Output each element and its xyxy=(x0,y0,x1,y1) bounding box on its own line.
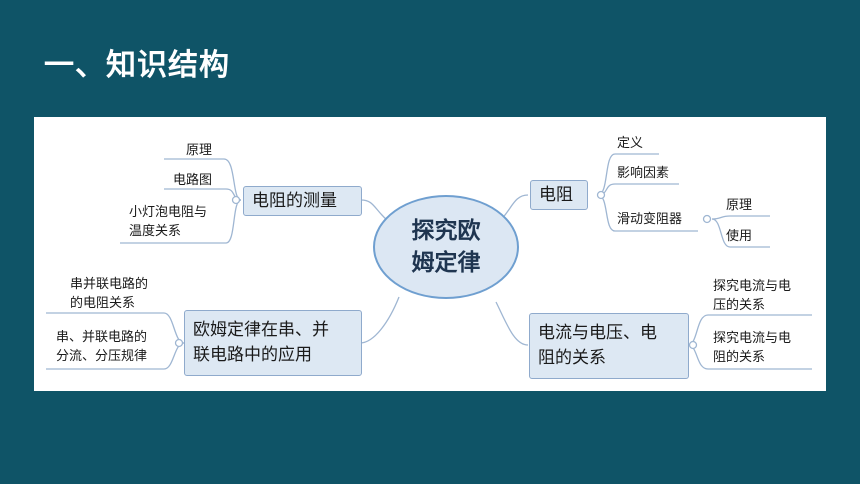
collapse-application xyxy=(174,338,184,348)
branch-resistance-measurement[interactable]: 电阻的测量 xyxy=(243,186,362,216)
branch-current-relation[interactable]: 电流与电压、电 阻的关系 xyxy=(529,313,689,379)
leaf-app-divide-line2[interactable]: 分流、分压规律 xyxy=(56,349,148,364)
collapse-relation xyxy=(688,340,698,350)
connector-center-relation xyxy=(495,301,529,346)
mind-map-panel: 探究欧 姆定律 电阻的测量 原理 电路图 小灯泡电阻与 温度关系 电阻 定义 影… xyxy=(34,117,826,391)
central-topic-line2: 姆定律 xyxy=(411,250,481,276)
branch-resistance-measurement-label: 电阻的测量 xyxy=(252,191,337,211)
leaf-app-divide-line1[interactable]: 串、并联电路的 xyxy=(56,330,148,345)
leaf-resistance-rheostat[interactable]: 滑动变阻器 xyxy=(617,212,683,227)
leaf-rel-resistance-line1[interactable]: 探究电流与电 xyxy=(713,331,792,346)
central-topic[interactable]: 探究欧 姆定律 xyxy=(373,195,519,299)
collapse-measure xyxy=(231,195,241,205)
leaf-rheostat-use[interactable]: 使用 xyxy=(726,229,753,244)
leaf-measure-circuit[interactable]: 电路图 xyxy=(173,173,213,188)
page-title: 一、知识结构 xyxy=(44,48,230,83)
connector-lines xyxy=(46,153,812,370)
central-topic-line1: 探究欧 xyxy=(411,218,481,244)
leaf-rheostat-principle[interactable]: 原理 xyxy=(726,198,753,213)
branch-resistance[interactable]: 电阻 xyxy=(530,180,588,210)
leaf-app-series-line2[interactable]: 的电阻关系 xyxy=(70,296,136,311)
connector-rheo-principle xyxy=(711,215,770,220)
collapse-rheostat xyxy=(702,214,712,224)
leaf-resistance-definition[interactable]: 定义 xyxy=(617,136,644,151)
leaf-measure-lamp-line2[interactable]: 温度关系 xyxy=(129,224,182,239)
branch-application-line1: 欧姆定律在串、并 xyxy=(193,320,329,340)
leaf-rel-resistance-line2[interactable]: 阻的关系 xyxy=(713,350,766,365)
branch-relation-line2: 阻的关系 xyxy=(538,348,606,368)
leaf-measure-lamp-line1[interactable]: 小灯泡电阻与 xyxy=(129,205,208,220)
connector-rheo-use xyxy=(711,218,770,248)
connector-center-application xyxy=(359,296,400,344)
connector-measure-circuit xyxy=(164,188,242,201)
leaf-rel-voltage-line2[interactable]: 压的关系 xyxy=(713,298,766,313)
leaf-rel-voltage-line1[interactable]: 探究电流与电 xyxy=(713,279,792,294)
leaf-measure-principle[interactable]: 原理 xyxy=(186,143,213,158)
branch-relation-line1: 电流与电压、电 xyxy=(538,323,657,343)
branch-application-line2: 联电路中的应用 xyxy=(193,345,312,365)
leaf-resistance-factors[interactable]: 影响因素 xyxy=(617,166,670,181)
collapse-resistance xyxy=(596,190,606,200)
branch-ohms-law-application[interactable]: 欧姆定律在串、并 联电路中的应用 xyxy=(184,310,362,376)
branch-resistance-label: 电阻 xyxy=(539,185,573,205)
connector-res-factor xyxy=(597,183,679,196)
leaf-app-series-line1[interactable]: 串并联电路的 xyxy=(70,277,149,292)
